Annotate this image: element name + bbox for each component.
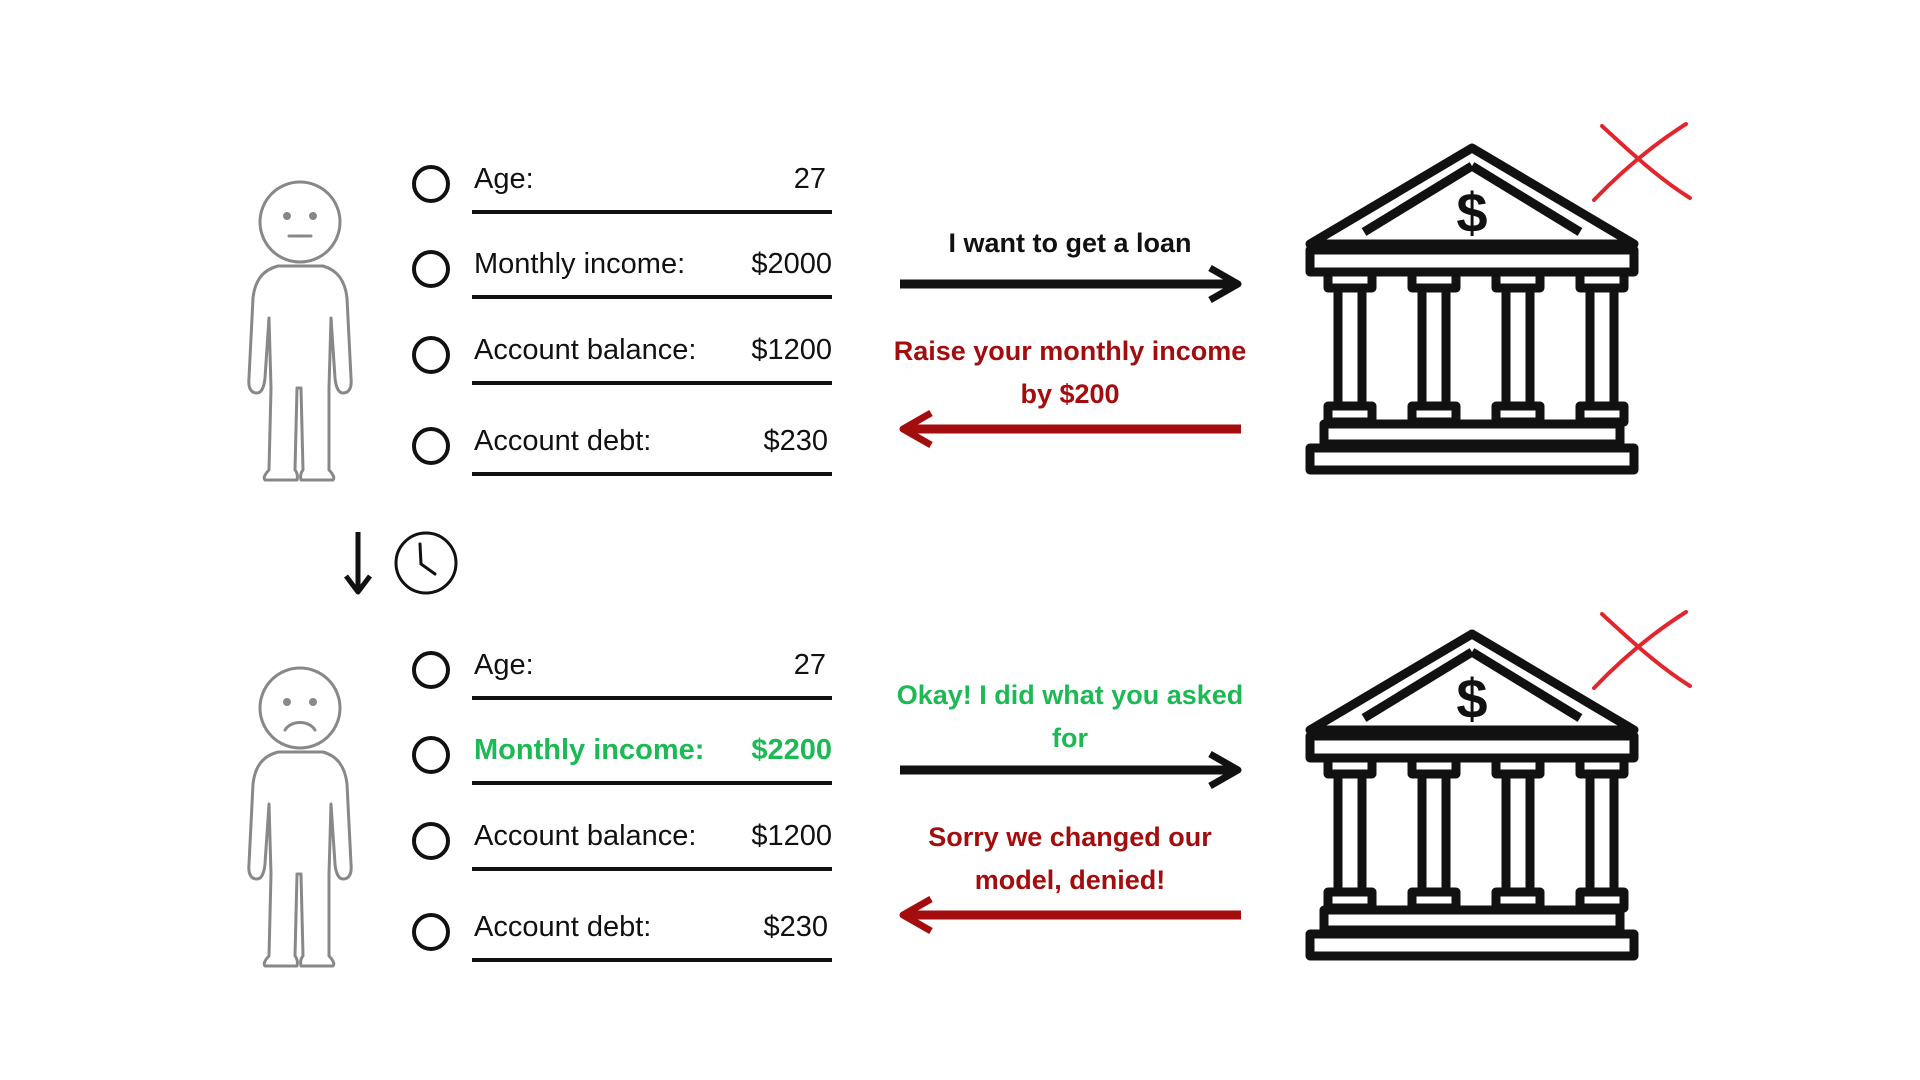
dollar-sign: $ bbox=[1456, 667, 1487, 730]
person-sad-icon bbox=[247, 666, 353, 968]
down-arrow-icon bbox=[344, 532, 372, 595]
field-underline bbox=[472, 381, 832, 385]
field-row-account-balance: Account balance: $1200 bbox=[412, 820, 832, 880]
field-row-age: Age: 27 bbox=[412, 163, 832, 223]
field-underline bbox=[472, 210, 832, 214]
field-row-account-debt: Account debt: $230 bbox=[412, 911, 832, 971]
radio-button[interactable] bbox=[412, 822, 450, 860]
right-arrow-icon bbox=[900, 264, 1242, 304]
field-underline bbox=[472, 958, 832, 962]
field-row-monthly-income-highlighted: Monthly income: $2200 bbox=[412, 734, 832, 794]
radio-button[interactable] bbox=[412, 651, 450, 689]
bank-icon: $ bbox=[1305, 629, 1639, 961]
field-value: $1200 bbox=[751, 334, 832, 366]
field-underline bbox=[472, 867, 832, 871]
radio-button[interactable] bbox=[412, 250, 450, 288]
field-row-account-debt: Account debt: $230 bbox=[412, 425, 832, 485]
field-label: Age: bbox=[474, 649, 534, 681]
field-value: $1200 bbox=[751, 820, 832, 852]
request-message: Okay! I did what you asked for bbox=[896, 680, 1244, 753]
left-arrow-icon bbox=[899, 895, 1241, 935]
field-label: Age: bbox=[474, 163, 534, 195]
response-message: Sorry we changed our model, denied! bbox=[928, 822, 1212, 895]
radio-button[interactable] bbox=[412, 736, 450, 774]
radio-button[interactable] bbox=[412, 336, 450, 374]
bank-icon: $ bbox=[1305, 143, 1639, 475]
field-underline bbox=[472, 696, 832, 700]
field-value: $230 bbox=[763, 425, 828, 457]
field-value: 27 bbox=[793, 649, 826, 681]
field-row-monthly-income: Monthly income: $2000 bbox=[412, 248, 832, 308]
field-value: $2000 bbox=[751, 248, 832, 280]
radio-button[interactable] bbox=[412, 913, 450, 951]
right-arrow-icon bbox=[900, 750, 1242, 790]
request-message: I want to get a loan bbox=[948, 228, 1192, 258]
clock-icon bbox=[394, 531, 458, 595]
dollar-sign: $ bbox=[1456, 181, 1487, 244]
field-underline bbox=[472, 781, 832, 785]
person-neutral-icon bbox=[247, 180, 353, 482]
field-label: Account debt: bbox=[474, 911, 652, 943]
field-underline bbox=[472, 472, 832, 476]
field-row-age: Age: 27 bbox=[412, 649, 832, 709]
field-label: Monthly income: bbox=[474, 734, 705, 766]
field-value: $230 bbox=[763, 911, 828, 943]
field-value: $2200 bbox=[751, 734, 832, 766]
field-label: Account debt: bbox=[474, 425, 652, 457]
radio-button[interactable] bbox=[412, 165, 450, 203]
field-row-account-balance: Account balance: $1200 bbox=[412, 334, 832, 394]
rejected-x-icon bbox=[1592, 610, 1692, 690]
field-underline bbox=[472, 295, 832, 299]
rejected-x-icon bbox=[1592, 122, 1692, 202]
field-label: Monthly income: bbox=[474, 248, 686, 280]
radio-button[interactable] bbox=[412, 427, 450, 465]
field-value: 27 bbox=[793, 163, 826, 195]
left-arrow-icon bbox=[899, 409, 1241, 449]
field-label: Account balance: bbox=[474, 334, 697, 366]
response-message: Raise your monthly income by $200 bbox=[893, 336, 1247, 409]
field-label: Account balance: bbox=[474, 820, 697, 852]
